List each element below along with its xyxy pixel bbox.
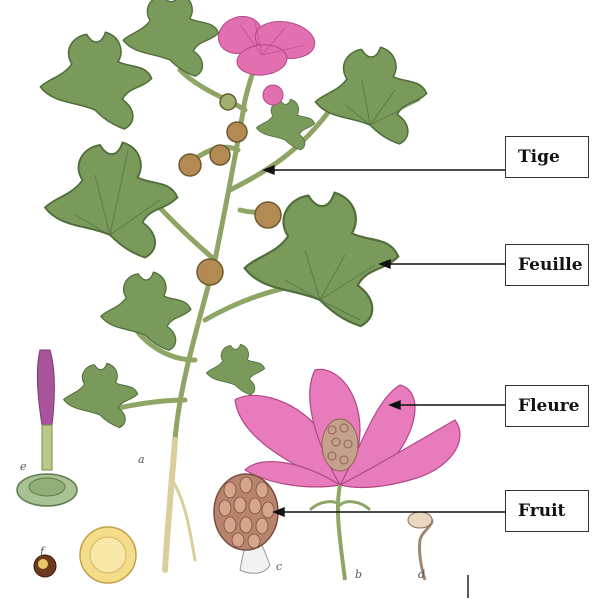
- label-tige: Tige: [505, 136, 589, 178]
- label-fleure: Fleure: [505, 385, 589, 427]
- figure-letter-b: b: [355, 568, 362, 581]
- fruit-detail: [214, 474, 278, 573]
- label-feuille: Feuille: [505, 244, 589, 286]
- plant-root: [165, 440, 195, 570]
- flower-detail: [235, 369, 460, 580]
- figure-letter-a: a: [138, 453, 145, 466]
- figure-letter-e: e: [20, 460, 27, 473]
- label-tige-text: Tige: [518, 147, 560, 167]
- figure-letter-c: c: [276, 560, 282, 573]
- label-feuille-text: Feuille: [518, 255, 583, 275]
- leaves: [40, 0, 426, 428]
- stamen-detail: [17, 350, 77, 506]
- top-flower: [213, 11, 317, 105]
- label-fruit: Fruit: [505, 490, 589, 532]
- seed-details: [34, 527, 136, 583]
- label-fruit-text: Fruit: [518, 501, 565, 521]
- label-fleure-text: Fleure: [518, 396, 579, 416]
- figure-letter-d: d: [418, 568, 425, 581]
